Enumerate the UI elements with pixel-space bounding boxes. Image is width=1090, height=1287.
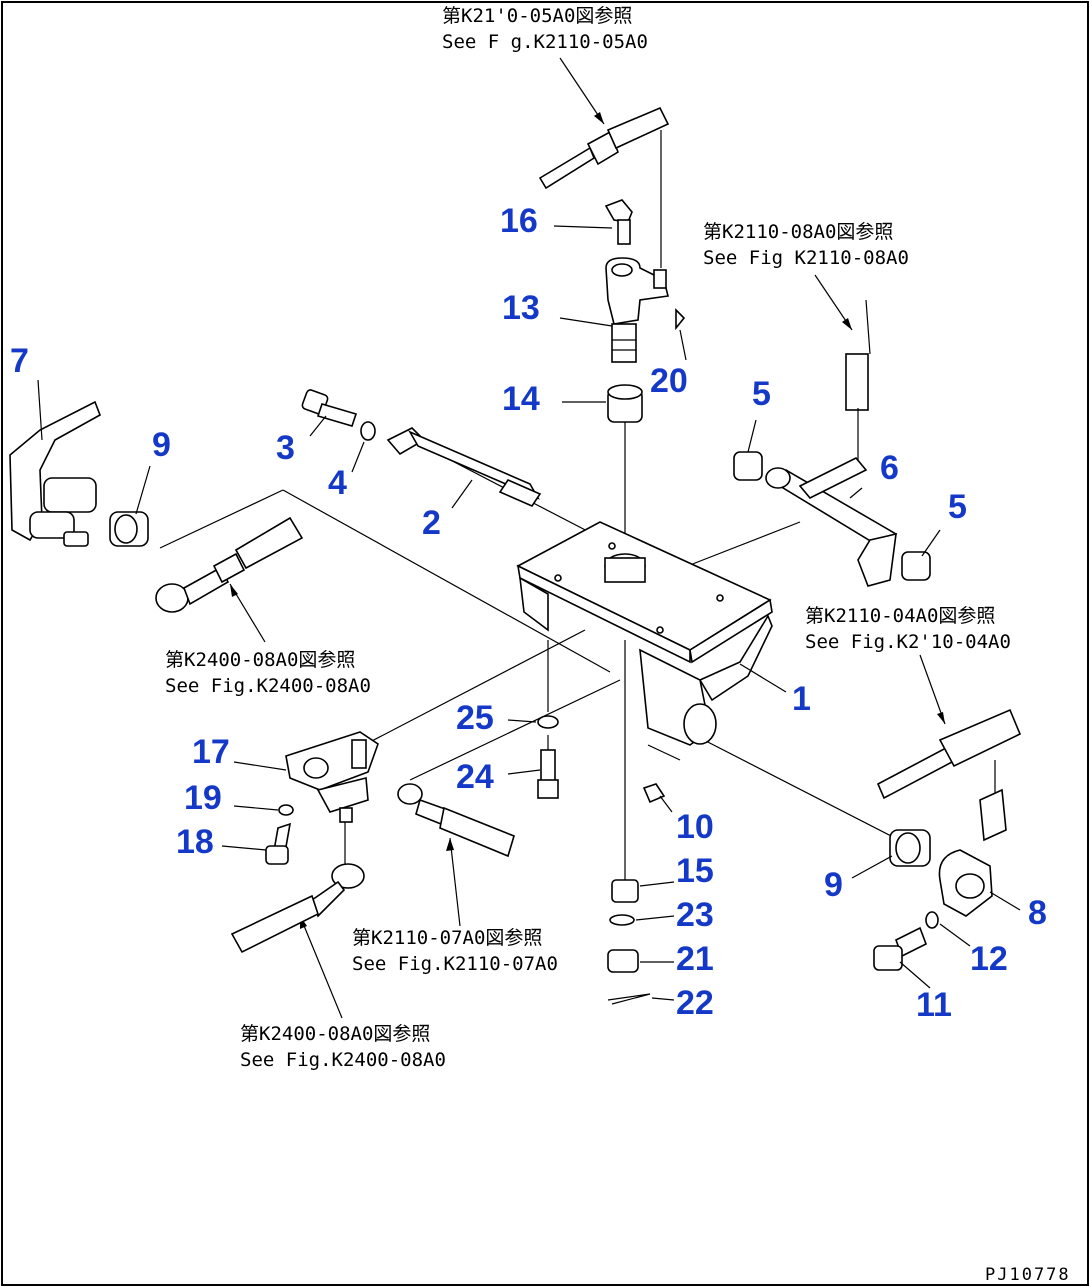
reference-k2110-08a0[interactable]: 第K2110-08A0図参照 See Fig K2110-08A0: [703, 221, 909, 269]
callout-7[interactable]: 7: [10, 342, 29, 380]
callout-21[interactable]: 21: [676, 940, 714, 978]
drawing-code: PJ10778: [985, 1265, 1071, 1285]
lower-left-rod: [230, 863, 365, 954]
callout-20[interactable]: 20: [650, 362, 688, 400]
part-10-grease-fitting: [642, 783, 666, 804]
part-14-bushing: [607, 384, 643, 423]
callout-19[interactable]: 19: [184, 779, 222, 817]
part-9-bushing-right: [889, 829, 931, 867]
callout-14[interactable]: 14: [502, 380, 540, 418]
reference-en: See F g.K2110-05A0: [442, 31, 648, 53]
reference-k2400-08a0-top[interactable]: 第K2400-08A0図参照 See Fig.K2400-08A0: [165, 649, 371, 697]
reference-ja: 第K2110-07A0図参照: [352, 927, 542, 949]
reference-ja: 第K2110-04A0図参照: [805, 605, 995, 627]
reference-en: See Fig.K2'10-04A0: [805, 631, 1011, 653]
callout-13[interactable]: 13: [502, 289, 540, 327]
part-13-lever-shaft: [605, 257, 686, 363]
callout-8[interactable]: 8: [1028, 894, 1047, 932]
part-18-bolt: [265, 822, 292, 865]
part-8-lever: [938, 788, 1007, 917]
callout-22[interactable]: 22: [676, 984, 714, 1022]
reference-en: See Fig.K2400-08A0: [240, 1049, 446, 1071]
callout-1[interactable]: 1: [792, 680, 811, 718]
callout-23[interactable]: 23: [676, 896, 714, 934]
reference-en: See Fig.K2110-07A0: [352, 953, 558, 975]
reference-ja: 第K21'0-05A0図参照: [442, 5, 632, 27]
callout-16[interactable]: 16: [500, 202, 538, 240]
lower-right-rod: [397, 783, 515, 858]
upper-control-rod: [538, 106, 670, 190]
callout-17[interactable]: 17: [192, 733, 230, 771]
part-25-washer: [537, 715, 559, 729]
part-24-bolt: [537, 749, 559, 799]
reference-en: See Fig.K2400-08A0: [165, 675, 371, 697]
callout-5-upper[interactable]: 5: [752, 375, 771, 413]
callout-9-left[interactable]: 9: [152, 426, 171, 464]
callout-18[interactable]: 18: [176, 823, 214, 861]
callout-5-lower[interactable]: 5: [948, 488, 967, 526]
callout-10[interactable]: 10: [676, 808, 714, 846]
callout-11[interactable]: 11: [916, 986, 952, 1024]
left-rod-eye-end: [155, 516, 304, 613]
callout-numbers: 1 2 3 4 5 5 6 7 8 9 9 10 11 12 13 14 15 …: [10, 202, 1047, 1024]
callout-15[interactable]: 15: [676, 852, 714, 890]
part-6-cross-shaft: [765, 299, 898, 587]
part-21-castle-nut: [607, 949, 639, 973]
reference-ja: 第K2400-08A0図参照: [165, 649, 355, 671]
part-16-elbow-fitting: [604, 199, 633, 245]
reference-ja: 第K2400-08A0図参照: [240, 1023, 430, 1045]
part-7-pedal-bracket: [9, 400, 101, 547]
callout-2[interactable]: 2: [422, 504, 441, 542]
reference-k2110-07a0[interactable]: 第K2110-07A0図参照 See Fig.K2110-07A0: [352, 927, 558, 975]
callout-25[interactable]: 25: [456, 699, 494, 737]
part-2-rod: [386, 427, 542, 508]
reference-k2400-08a0-bottom[interactable]: 第K2400-08A0図参照 See Fig.K2400-08A0: [240, 1023, 446, 1071]
part-9-bushing-left: [109, 511, 149, 547]
callout-9-right[interactable]: 9: [824, 866, 843, 904]
leader-lines: [37, 225, 1021, 1001]
callout-12[interactable]: 12: [970, 940, 1008, 978]
part-17-clevis: [285, 731, 379, 823]
part-23-washer: [609, 914, 635, 926]
part-11-bolt: [873, 926, 928, 971]
right-control-rod: [876, 708, 1022, 800]
reference-ja: 第K2110-08A0図参照: [703, 221, 893, 243]
reference-en: See Fig K2110-08A0: [703, 247, 909, 269]
part-3-bolt: [301, 389, 358, 427]
part-5-spacer-upper: [733, 451, 763, 481]
part-1-main-bracket: [516, 521, 773, 746]
part-22-cotter-pin: [607, 993, 651, 1005]
reference-k2110-04a0[interactable]: 第K2110-04A0図参照 See Fig.K2'10-04A0: [805, 605, 1011, 653]
callout-3[interactable]: 3: [276, 429, 295, 467]
part-19-washer: [278, 804, 294, 816]
part-5-spacer-lower: [901, 551, 931, 581]
reference-k2110-05a0[interactable]: 第K21'0-05A0図参照 See F g.K2110-05A0: [442, 5, 648, 53]
part-4-washer: [360, 421, 376, 441]
callout-4[interactable]: 4: [328, 464, 347, 502]
part-15-collar: [611, 879, 639, 903]
callout-6[interactable]: 6: [880, 449, 899, 487]
callout-24[interactable]: 24: [456, 758, 494, 796]
part-12-washer: [925, 911, 939, 929]
